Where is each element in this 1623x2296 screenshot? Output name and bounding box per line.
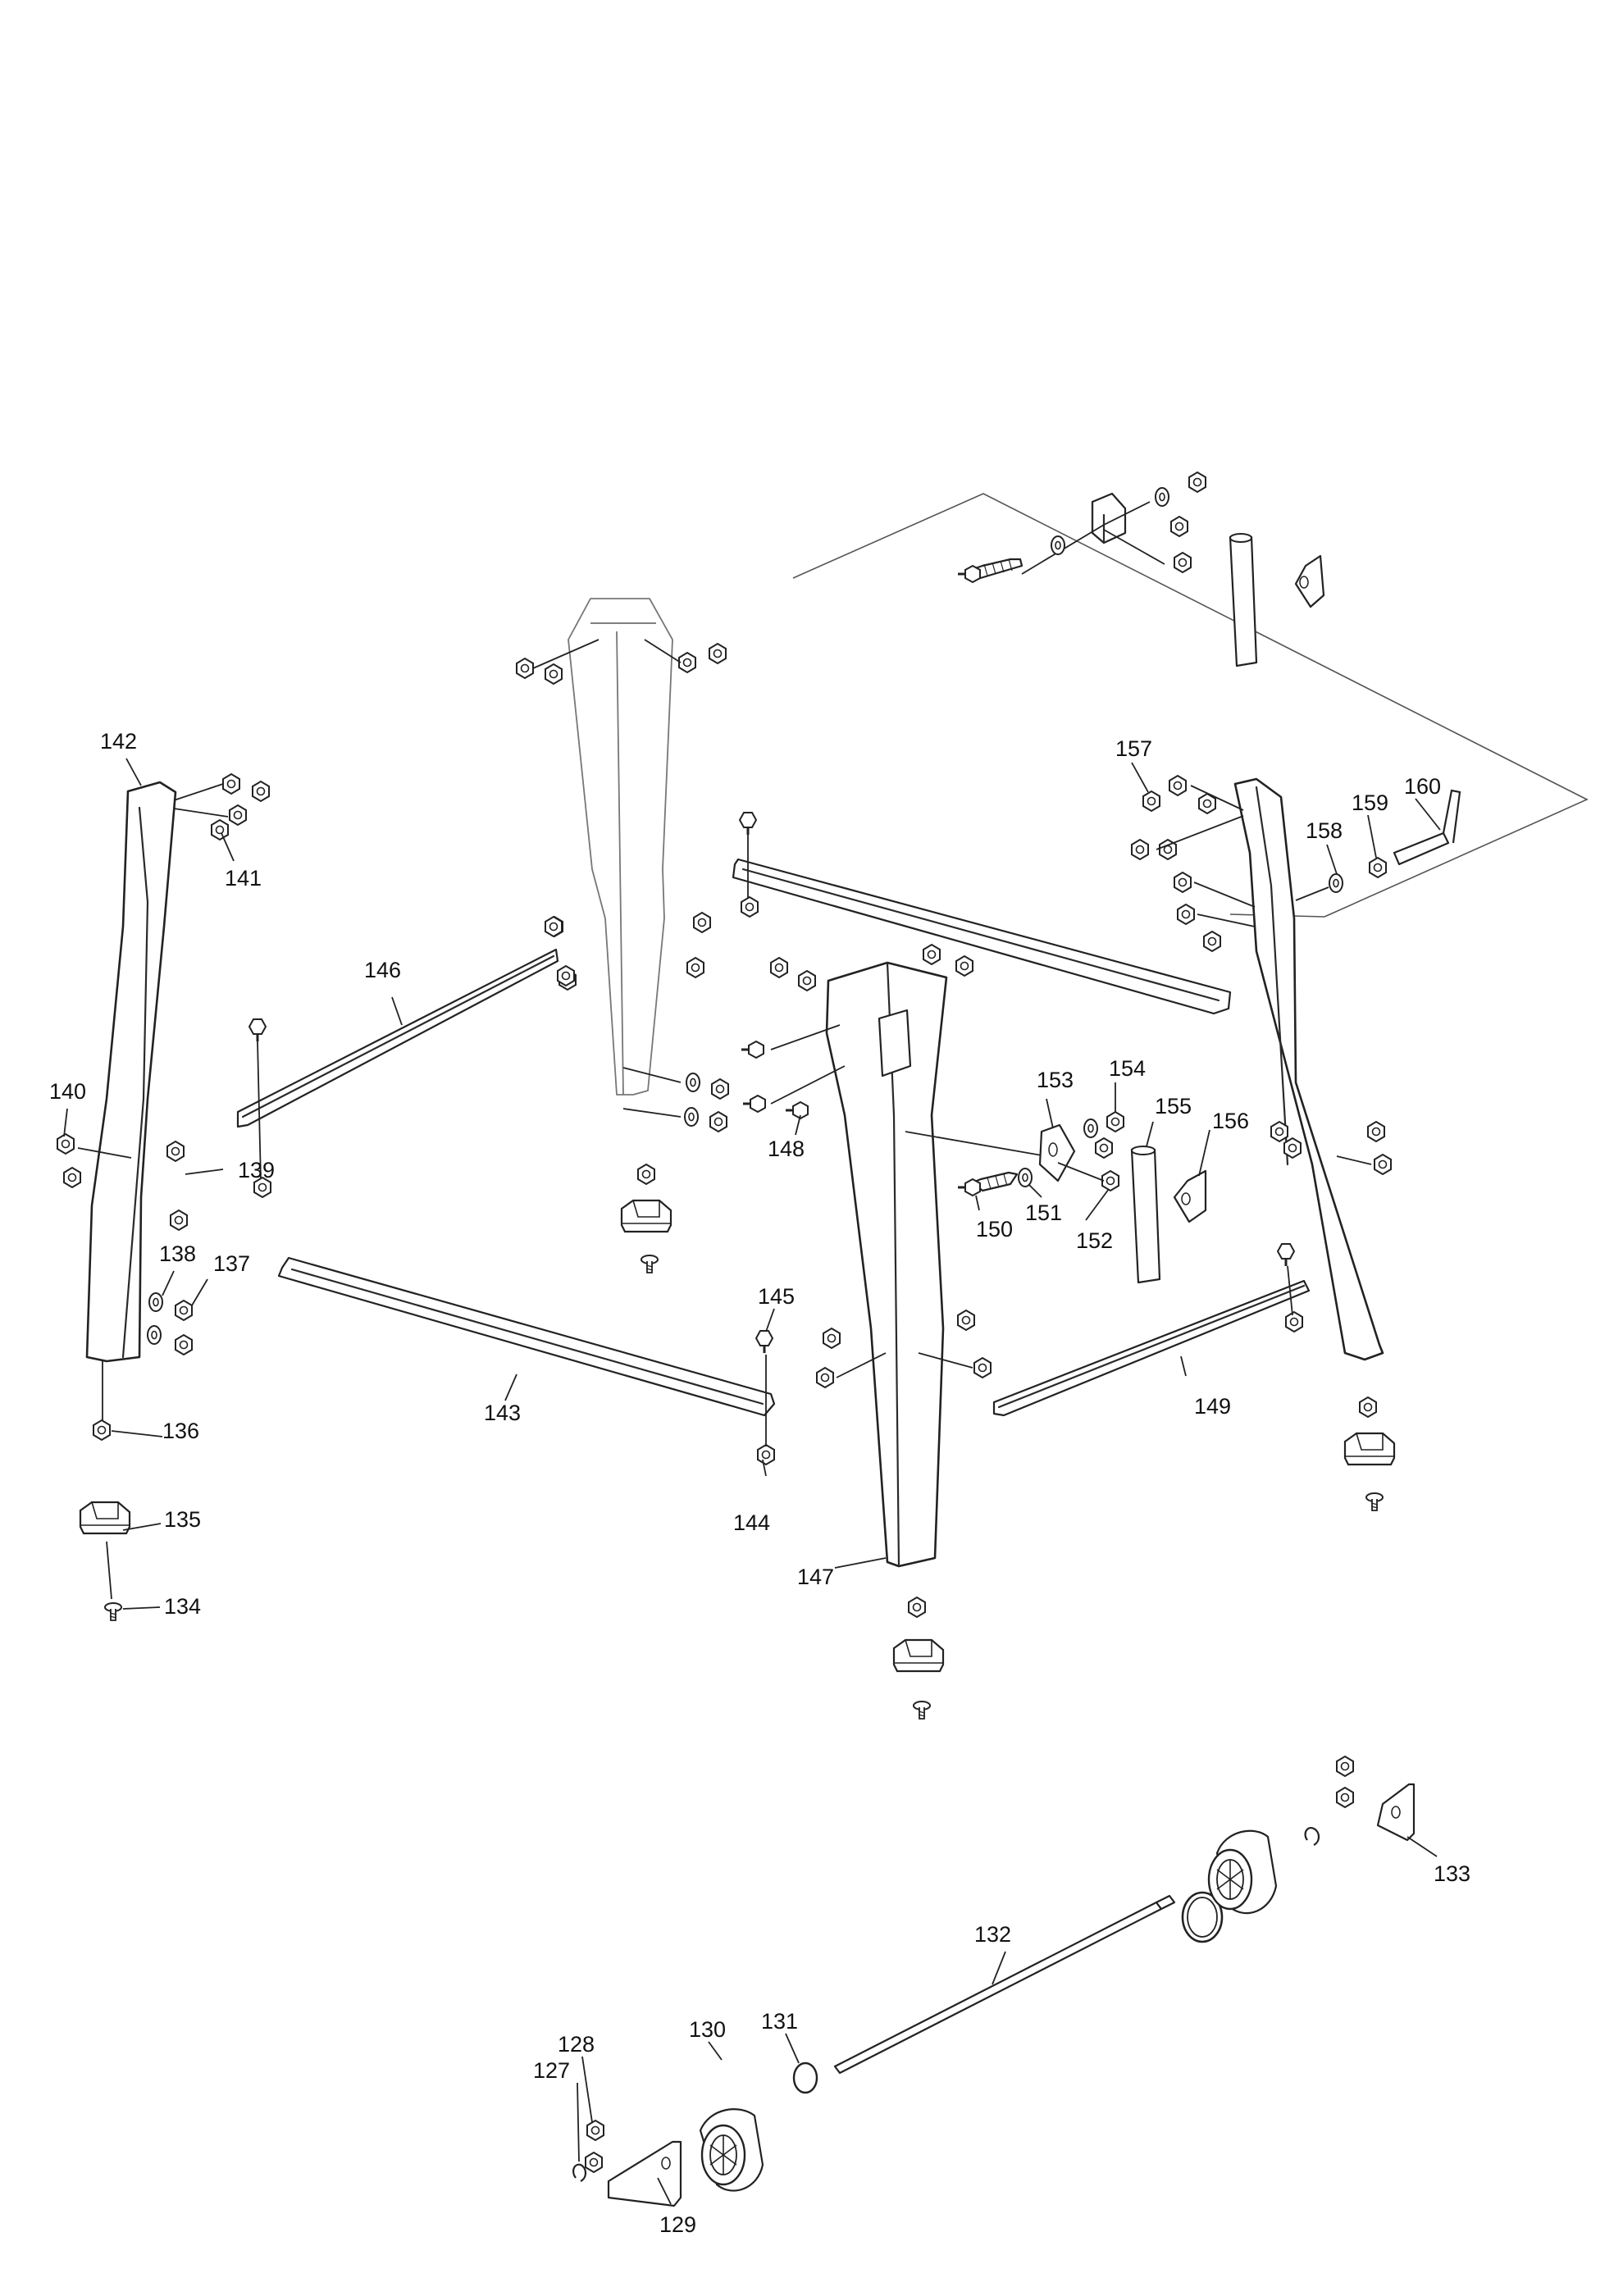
callout-160: 160 bbox=[1404, 774, 1441, 799]
callout-158: 158 bbox=[1306, 818, 1343, 843]
callout-130: 130 bbox=[689, 2017, 726, 2042]
callout-136: 136 bbox=[162, 1419, 199, 1443]
callout-139: 139 bbox=[238, 1158, 275, 1182]
callout-147: 147 bbox=[797, 1565, 834, 1589]
axle-wheel-assembly bbox=[572, 1756, 1416, 2207]
rear-leg bbox=[516, 598, 729, 1273]
callout-137: 137 bbox=[213, 1251, 250, 1276]
callout-128: 128 bbox=[558, 2032, 595, 2057]
callout-129: 129 bbox=[659, 2212, 696, 2237]
callout-141: 141 bbox=[225, 866, 262, 891]
callout-135: 135 bbox=[164, 1507, 201, 1532]
center-bracket-assembly bbox=[956, 1111, 1207, 1284]
rear-cross-bar bbox=[732, 811, 1232, 1015]
callout-146: 146 bbox=[364, 958, 401, 982]
callout-134: 134 bbox=[164, 1594, 201, 1619]
upper-small-bracket bbox=[1294, 554, 1325, 608]
callout-159: 159 bbox=[1352, 790, 1388, 815]
callout-149: 149 bbox=[1194, 1394, 1231, 1419]
callout-144: 144 bbox=[733, 1510, 770, 1535]
right-leg bbox=[1131, 775, 1396, 1511]
callout-127: 127 bbox=[533, 2058, 570, 2083]
callout-148: 148 bbox=[768, 1137, 805, 1161]
callout-155: 155 bbox=[1155, 1094, 1192, 1118]
callout-132: 132 bbox=[974, 1922, 1011, 1947]
callout-143: 143 bbox=[484, 1401, 521, 1425]
callout-157: 157 bbox=[1115, 736, 1152, 761]
front-leg bbox=[740, 944, 1047, 1720]
hinge-bracket-assembly bbox=[956, 472, 1206, 584]
callout-154: 154 bbox=[1109, 1056, 1146, 1081]
left-upper-cross-bar bbox=[236, 916, 575, 1198]
callout-142: 142 bbox=[100, 729, 137, 754]
callout-152: 152 bbox=[1076, 1228, 1113, 1253]
callout-153: 153 bbox=[1037, 1068, 1074, 1092]
callout-156: 156 bbox=[1212, 1109, 1249, 1133]
callout-131: 131 bbox=[761, 2009, 798, 2034]
callout-133: 133 bbox=[1434, 1861, 1470, 1886]
callout-145: 145 bbox=[758, 1284, 795, 1309]
callout-150: 150 bbox=[976, 1217, 1013, 1241]
callout-138: 138 bbox=[159, 1241, 196, 1266]
right-lower-cross-bar bbox=[992, 1242, 1311, 1417]
callout-labels: 142 141 146 140 139 138 137 136 135 134 … bbox=[49, 729, 1470, 2237]
callout-140: 140 bbox=[49, 1079, 86, 1104]
upper-tube bbox=[1229, 533, 1258, 667]
adjustment-knob-assembly bbox=[1142, 789, 1461, 901]
left-lower-cross-bar bbox=[277, 1256, 776, 1465]
callout-151: 151 bbox=[1025, 1200, 1062, 1225]
callout-leaders bbox=[63, 758, 1441, 2205]
left-leg bbox=[57, 773, 270, 1621]
